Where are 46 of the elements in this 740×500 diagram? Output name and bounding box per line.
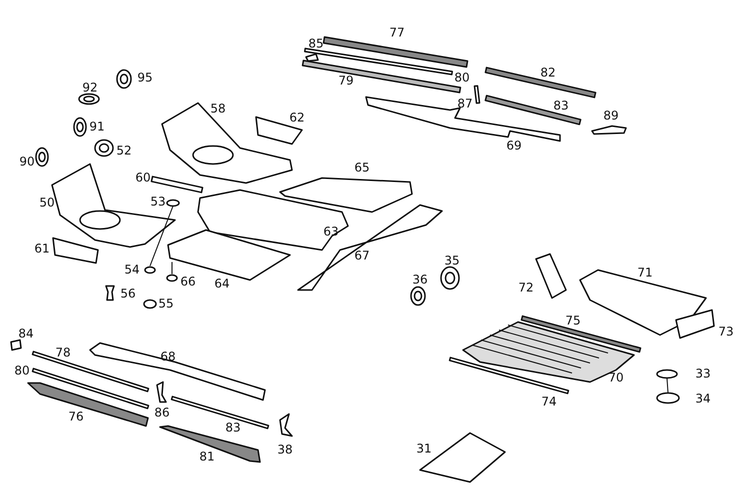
callout-number: 55 (158, 298, 174, 310)
callout-number: 70 (608, 372, 624, 384)
callout-number: 35 (444, 254, 460, 268)
callout-number: 64 (214, 278, 230, 290)
callout-number: 89 (603, 110, 619, 122)
callout-number: 78 (55, 346, 71, 360)
callout-number: 60 (135, 172, 151, 184)
callout-number: 71 (637, 266, 653, 280)
callout-number: 86 (154, 406, 170, 420)
callout-number: 65 (354, 162, 370, 174)
callout-number: 53 (150, 196, 166, 208)
callout-number: 67 (354, 250, 370, 262)
callout-number: 77 (389, 26, 405, 40)
callout-number: 34 (695, 392, 711, 406)
callout-number: 66 (180, 276, 196, 288)
callout-number: 73 (718, 326, 734, 338)
callout-number: 72 (518, 282, 534, 294)
callout-number: 83 (553, 100, 569, 112)
callout-number: 50 (39, 196, 55, 210)
callout-number: 90 (19, 156, 35, 168)
callout-number: 75 (565, 314, 581, 328)
callout-number: 36 (412, 274, 428, 286)
callout-number: 76 (68, 410, 84, 424)
callout-number: 33 (695, 368, 711, 380)
callout-number: 58 (210, 102, 226, 116)
callout-number: 80 (14, 364, 30, 378)
callout-number: 85 (308, 38, 324, 50)
callout-number: 87 (457, 98, 473, 110)
callout-number: 31 (416, 442, 432, 456)
callout-number: 62 (289, 112, 305, 124)
callout-number: 69 (506, 140, 522, 152)
callout-number: 38 (277, 444, 293, 456)
callout-number: 61 (34, 242, 50, 256)
callout-number: 56 (120, 288, 136, 300)
callout-number: 54 (124, 264, 140, 276)
callout-number: 79 (338, 74, 354, 88)
callout-number: 81 (199, 450, 215, 464)
callout-number: 91 (89, 120, 105, 134)
callout-number: 92 (82, 82, 98, 94)
callout-number: 80 (454, 72, 470, 84)
callout-number: 95 (137, 72, 153, 84)
callout-number: 84 (18, 328, 34, 340)
callout-number: 52 (116, 144, 132, 158)
callout-number: 83 (225, 422, 241, 434)
callout-number: 82 (540, 66, 556, 80)
callout-number: 74 (541, 396, 557, 408)
